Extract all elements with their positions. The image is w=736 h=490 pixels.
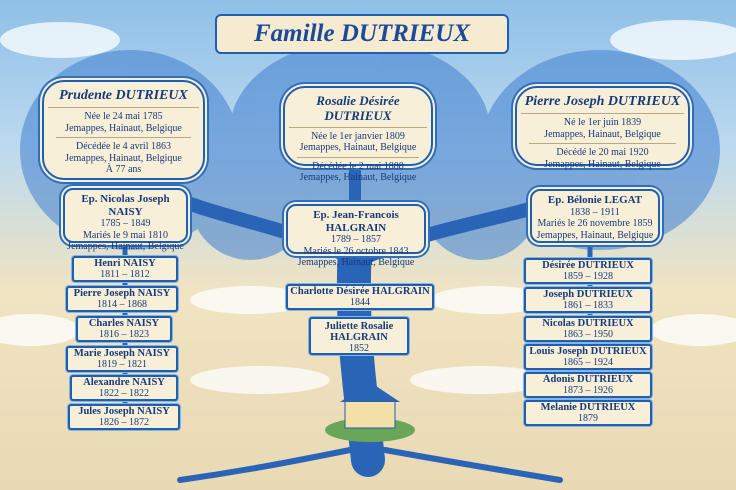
- child-name: Henri NAISY: [94, 258, 156, 269]
- birth-place: Jemappes, Hainaut, Belgique: [544, 128, 661, 140]
- child-dates: 1816 – 1823: [99, 329, 149, 340]
- child-name: Charles NAISY: [88, 318, 160, 329]
- child-dates: 1863 – 1950: [563, 329, 613, 340]
- spouse-dates: 1789 – 1857: [331, 234, 381, 246]
- person-card-rosalie: Rosalie Désirée DUTRIEUX Née le 1er janv…: [283, 86, 433, 183]
- child-dates: 1822 – 1822: [99, 388, 149, 399]
- title-banner: Famille DUTRIEUX: [215, 14, 509, 54]
- spouse-name: Ep. Bélonie LEGAT: [547, 194, 643, 206]
- age-at-death: À 77 ans: [105, 164, 142, 176]
- spouse-name: Ep. Nicolas Joseph NAISY: [81, 193, 170, 218]
- marriage-place: Jemappes, Hainaut, Belgique: [297, 257, 415, 269]
- child-dates: 1865 – 1924: [563, 357, 613, 368]
- child-dates: 1859 – 1928: [563, 271, 613, 282]
- birth-date: Né le 1er juin 1839: [563, 117, 642, 129]
- birth-place: Jemappes, Hainaut, Belgique: [65, 122, 182, 134]
- spouse-card-naisy: Ep. Nicolas Joseph NAISY 1785 – 1849 Mar…: [63, 188, 188, 252]
- person-card-pierre-joseph: Pierre Joseph DUTRIEUX Né le 1er juin 18…: [515, 86, 690, 170]
- birth-date: Née le 24 mai 1785: [84, 111, 163, 123]
- death-place: Jemappes, Hainaut, Belgique: [65, 152, 182, 164]
- child-dates: 1811 – 1812: [100, 269, 150, 280]
- person-name: Pierre Joseph DUTRIEUX: [521, 94, 684, 115]
- child-name: Désirée DUTRIEUX: [542, 260, 634, 271]
- marriage-date: Mariés le 9 mai 1810: [83, 229, 168, 241]
- child-name: Louis Joseph DUTRIEUX: [529, 346, 647, 357]
- clouds: [0, 20, 736, 394]
- child-name: Melanie DUTRIEUX: [540, 402, 636, 413]
- death-date: Décédé le 20 mai 1920: [556, 147, 649, 159]
- spouse-card-halgrain: Ep. Jean-Francois HALGRAIN 1789 – 1857 M…: [286, 204, 426, 268]
- child-dates: 1819 – 1821: [97, 359, 147, 370]
- child-name: Alexandre NAISY: [83, 377, 165, 388]
- spouse-dates: 1838 – 1911: [570, 206, 620, 218]
- child-dates: 1852: [349, 343, 369, 354]
- death-date: Décédée le 4 avril 1863: [76, 141, 171, 153]
- child-name: Marie Joseph NAISY: [73, 348, 171, 359]
- death-place: Jemappes, Hainaut, Belgique: [299, 172, 417, 184]
- child-dates: 1879: [578, 413, 598, 424]
- birth-place: Jemappes, Hainaut, Belgique: [299, 142, 417, 154]
- divider: [529, 143, 676, 145]
- child-dates: 1814 – 1868: [97, 299, 147, 310]
- divider: [297, 156, 419, 158]
- marriage-date: Mariés le 26 octobre 1843: [303, 245, 409, 257]
- marriage-place: Jemappes, Hainaut, Belgique: [67, 241, 184, 253]
- cottage: [325, 382, 415, 442]
- person-name: Prudente DUTRIEUX: [48, 88, 199, 109]
- child-dates: 1873 – 1926: [563, 385, 613, 396]
- birth-date: Née le 1er janvier 1809: [311, 130, 405, 142]
- death-place: Jemappes, Hainaut, Belgique: [544, 158, 661, 170]
- marriage-date: Mariés le 26 novembre 1859: [537, 218, 653, 230]
- death-date: Décédée le 2 mai 1888: [312, 160, 404, 172]
- child-name: Jules Joseph NAISY: [78, 406, 170, 417]
- person-card-prudente: Prudente DUTRIEUX Née le 24 mai 1785 Jem…: [42, 80, 205, 180]
- spouse-card-legat: Ep. Bélonie LEGAT 1838 – 1911 Mariés le …: [530, 189, 660, 243]
- child-name: Charlotte Désirée HALGRAIN: [290, 286, 430, 297]
- person-name: Rosalie Désirée DUTRIEUX: [289, 93, 427, 128]
- child-dates: 1861 – 1833: [563, 300, 613, 311]
- divider: [56, 137, 191, 139]
- spouse-name: Ep. Jean-Francois HALGRAIN: [313, 209, 399, 234]
- child-dates: 1826 – 1872: [99, 417, 149, 428]
- marriage-place: Jemappes, Hainaut, Belgique: [536, 229, 654, 241]
- page-title: Famille DUTRIEUX: [254, 20, 470, 47]
- child-name: Juliette Rosalie HALGRAIN: [324, 321, 394, 343]
- child-name: Joseph DUTRIEUX: [543, 289, 633, 300]
- child-name: Adonis DUTRIEUX: [542, 374, 634, 385]
- spouse-dates: 1785 – 1849: [100, 218, 151, 230]
- child-dates: 1844: [350, 297, 370, 308]
- child-name: Pierre Joseph NAISY: [73, 288, 171, 299]
- child-name: Nicolas DUTRIEUX: [542, 318, 634, 329]
